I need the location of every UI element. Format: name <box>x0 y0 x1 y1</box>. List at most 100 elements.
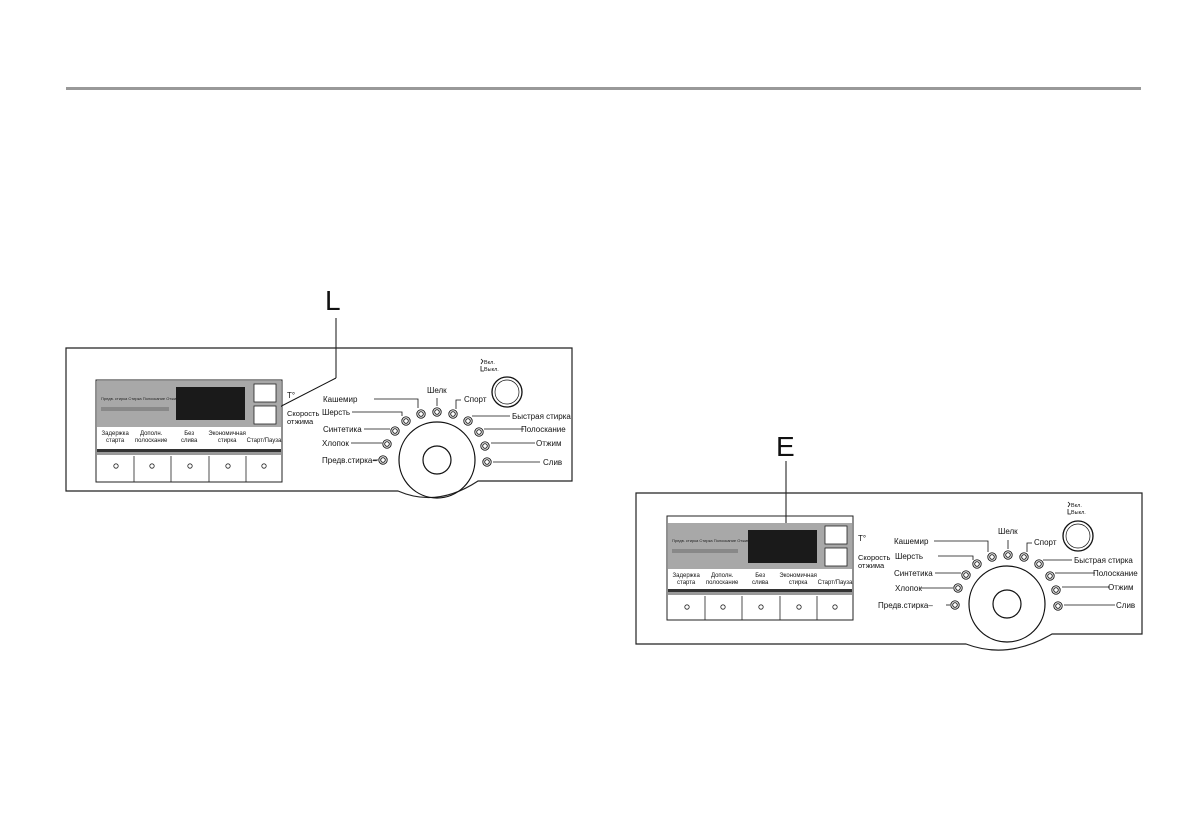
program-quick-wash: Быстрая стирка <box>512 412 571 421</box>
program-wool: Шерсть <box>322 408 350 417</box>
spin-speed-label-right-2: отжима <box>858 561 885 570</box>
button-label-no-drain: Без <box>184 431 194 437</box>
power-button-right[interactable] <box>1062 520 1094 552</box>
power-off-label: Выкл. <box>484 367 499 373</box>
delay-start-button[interactable] <box>113 463 119 469</box>
no-drain-button[interactable] <box>187 463 193 469</box>
power-bracket <box>480 358 484 372</box>
button-label-extra-rinse-right-2: полоскание <box>706 580 739 586</box>
temperature-label: T° <box>287 391 295 400</box>
display-strip-label-right: Предв. стирка Стирка Полоскание Отжим <box>672 538 750 543</box>
button-hatch-band-right <box>668 592 852 595</box>
button-label-no-drain-right-2: слива <box>752 580 769 586</box>
power-bracket-right <box>1067 501 1071 515</box>
program-leader-lines <box>351 398 540 463</box>
svg-text:Задержка старта До: Задержка старта Дополн. полоскание Без с… <box>673 573 853 586</box>
button-label-start-pause: Старт/Пауза <box>247 438 282 444</box>
program-cotton-right: Хлопок <box>895 584 922 593</box>
button-label-eco-wash-right: Экономичная <box>779 573 817 579</box>
eco-wash-button[interactable] <box>225 463 231 469</box>
eco-wash-button-right[interactable] <box>796 604 802 610</box>
button-label-no-drain-right: Без <box>755 573 765 579</box>
no-drain-button-right[interactable] <box>758 604 764 610</box>
program-synthetics-right: Синтетика <box>894 569 933 578</box>
program-rinse-right: Полоскание <box>1093 569 1138 578</box>
svg-text:Скорость отжима: Скорость отжима <box>287 409 321 426</box>
temperature-label-right: T° <box>858 534 866 543</box>
button-label-extra-rinse-2: полоскание <box>135 438 168 444</box>
power-on-label-right: Вкл. <box>1071 503 1082 509</box>
digital-display <box>176 387 245 420</box>
button-divider-band <box>97 449 281 452</box>
button-label-delay-start-right-2: старта <box>677 580 696 586</box>
program-quick-wash-right: Быстрая стирка <box>1074 556 1133 565</box>
display-module <box>95 379 283 483</box>
program-indicators-right <box>950 550 1063 611</box>
program-cashmere-right: Кашемир <box>894 537 929 546</box>
start-pause-button[interactable] <box>261 463 267 469</box>
button-label-delay-start-2: старта <box>106 438 125 444</box>
svg-text:Задержка старта До: Задержка старта Дополн. полоскание Без с… <box>102 431 282 444</box>
display-module-right <box>666 515 854 621</box>
button-label-delay-start-right: Задержка <box>673 573 701 579</box>
program-spin-right: Отжим <box>1108 583 1133 592</box>
display-strip-label: Предв. стирка Стирка Полоскание Отжим <box>101 396 179 401</box>
power-button[interactable] <box>491 376 523 408</box>
program-silk: Шелк <box>427 386 447 395</box>
svg-text:Скорость отжима: Скорость отжима <box>858 553 892 570</box>
control-panel-right: E Предв. стирка Стирка Полоскание Отжим … <box>635 431 1143 651</box>
program-drain: Слив <box>543 458 562 467</box>
button-label-no-drain-2: слива <box>181 438 198 444</box>
program-dial-knob <box>422 445 452 475</box>
program-leader-lines-right <box>921 540 1115 606</box>
button-label-delay-start: Задержка <box>102 431 130 437</box>
program-silk-right: Шелк <box>998 527 1018 536</box>
button-label-extra-rinse: Дополн. <box>140 431 163 437</box>
program-prewash-right: Предв.стирка– <box>878 601 933 610</box>
svg-text:Вкл. Выкл.: Вкл. Выкл. <box>1071 503 1086 516</box>
top-rule <box>66 87 1141 90</box>
program-cashmere: Кашемир <box>323 395 358 404</box>
display-texture-right <box>672 549 738 553</box>
button-label-start-pause-right: Старт/Пауза <box>818 580 853 586</box>
spin-indicator-right <box>824 547 848 567</box>
program-drain-right: Слив <box>1116 601 1135 610</box>
program-spin: Отжим <box>536 439 561 448</box>
power-button-right-inner <box>1065 523 1091 549</box>
delay-start-button-right[interactable] <box>684 604 690 610</box>
spin-indicator <box>253 405 277 425</box>
callout-label-e: E <box>776 431 795 462</box>
button-label-eco-wash: Экономичная <box>208 431 246 437</box>
svg-text:Вкл. Выкл.: Вкл. Выкл. <box>484 360 499 373</box>
program-dial-right[interactable] <box>968 565 1046 643</box>
button-label-eco-wash-2: стирка <box>218 438 237 444</box>
program-sport-right: Спорт <box>1034 538 1057 547</box>
spin-speed-label-2: отжима <box>287 417 314 426</box>
button-row-right <box>684 596 838 620</box>
button-label-eco-wash-right-2: стирка <box>789 580 808 586</box>
power-on-label: Вкл. <box>484 360 495 366</box>
program-wool-right: Шерсть <box>895 552 923 561</box>
power-off-label-right: Выкл. <box>1071 510 1086 516</box>
control-panel-left: L Предв. стирка Стирка Полоскание Отжим … <box>65 285 573 499</box>
program-dial-knob-right <box>992 589 1022 619</box>
program-dial[interactable] <box>398 421 476 499</box>
program-synthetics: Синтетика <box>323 425 362 434</box>
display-texture <box>101 407 169 411</box>
button-label-extra-rinse-right: Дополн. <box>711 573 734 579</box>
button-divider-band-right <box>668 589 852 592</box>
program-cotton: Хлопок <box>322 439 349 448</box>
callout-label-l: L <box>325 285 341 316</box>
button-hatch-band <box>97 452 281 455</box>
program-prewash: Предв.стирка– <box>322 456 377 465</box>
program-indicators <box>378 407 492 467</box>
extra-rinse-button[interactable] <box>149 463 155 469</box>
temperature-indicator-right <box>824 525 848 545</box>
start-pause-button-right[interactable] <box>832 604 838 610</box>
program-sport: Спорт <box>464 395 487 404</box>
panel-outline-right <box>635 492 1143 651</box>
panel-outline <box>65 347 573 499</box>
temperature-indicator <box>253 383 277 403</box>
extra-rinse-button-right[interactable] <box>720 604 726 610</box>
